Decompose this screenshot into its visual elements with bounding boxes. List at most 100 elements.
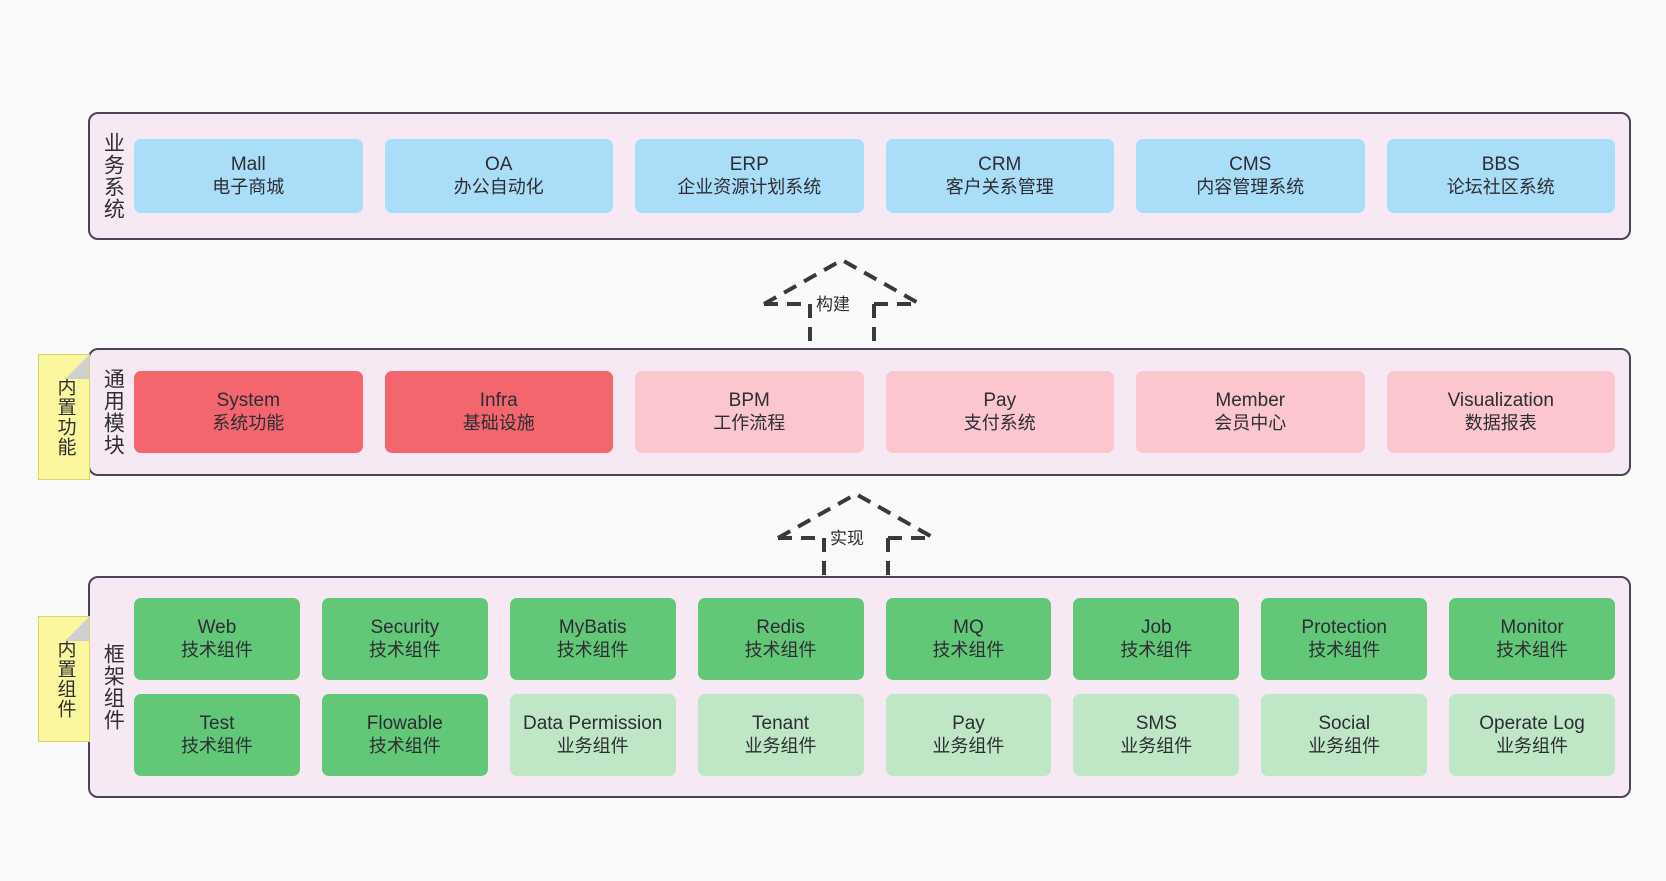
business-card-row: Mall 电子商城 OA 办公自动化 ERP 企业资源计划系统 CRM 客户关系…	[134, 139, 1615, 213]
connector-implement-label: 实现	[828, 524, 866, 549]
sticky-note-label: 内置组件	[54, 639, 76, 719]
card-subtitle: 技术组件	[368, 735, 441, 756]
layer-title-business: 业务系统	[101, 132, 125, 220]
card-subtitle: 客户关系管理	[945, 176, 1054, 197]
sticky-note-built-in-components[interactable]: 内置组件	[38, 616, 90, 742]
card-title: CRM	[978, 154, 1022, 176]
layer-body-common: System 系统功能 Infra 基础设施 BPM 工作流程 Pay 支付系统…	[134, 350, 1629, 474]
card-subtitle: 技术组件	[556, 639, 629, 660]
card-subtitle: 技术组件	[368, 639, 441, 660]
card-bbs[interactable]: BBS 论坛社区系统	[1386, 139, 1615, 213]
card-title: Job	[1140, 617, 1172, 639]
card-subtitle: 会员中心	[1214, 412, 1287, 433]
connector-build-label: 构建	[814, 290, 852, 315]
card-title: MQ	[953, 617, 984, 639]
card-web[interactable]: Web 技术组件	[134, 598, 300, 680]
layer-framework-components: 框架组件 Web 技术组件 Security 技术组件 MyBatis 技术组件…	[88, 576, 1631, 798]
card-data-permission[interactable]: Data Permission 业务组件	[509, 694, 676, 776]
card-subtitle: 数据报表	[1464, 412, 1537, 433]
layer-business-systems: 业务系统 Mall 电子商城 OA 办公自动化 ERP 企业资源计划系统 CRM…	[88, 112, 1631, 240]
card-title: SMS	[1135, 713, 1177, 735]
card-title: MyBatis	[558, 617, 627, 639]
card-subtitle: 业务组件	[556, 735, 629, 756]
card-subtitle: 业务组件	[932, 735, 1005, 756]
card-infra[interactable]: Infra 基础设施	[384, 371, 613, 453]
card-subtitle: 电子商城	[212, 176, 285, 197]
framework-business-row: Test 技术组件 Flowable 技术组件 Data Permission …	[134, 694, 1615, 776]
card-redis[interactable]: Redis 技术组件	[697, 598, 864, 680]
framework-tech-row: Web 技术组件 Security 技术组件 MyBatis 技术组件 Redi…	[134, 598, 1615, 680]
card-operate-log[interactable]: Operate Log 业务组件	[1449, 694, 1615, 776]
card-title: OA	[485, 154, 513, 176]
card-title: Security	[370, 617, 440, 639]
card-title: BPM	[728, 390, 770, 412]
card-subtitle: 基础设施	[462, 412, 535, 433]
card-title: Pay	[952, 713, 985, 735]
layer-common-modules: 通用模块 System 系统功能 Infra 基础设施 BPM 工作流程 Pay…	[88, 348, 1631, 476]
layer-title-framework: 框架组件	[101, 643, 125, 731]
card-title: System	[216, 390, 280, 412]
card-social[interactable]: Social 业务组件	[1261, 694, 1428, 776]
common-card-row: System 系统功能 Infra 基础设施 BPM 工作流程 Pay 支付系统…	[134, 371, 1615, 453]
card-visualization[interactable]: Visualization 数据报表	[1386, 371, 1615, 453]
card-subtitle: 技术组件	[744, 639, 817, 660]
card-flowable[interactable]: Flowable 技术组件	[321, 694, 488, 776]
card-title: Redis	[756, 617, 805, 639]
card-subtitle: 企业资源计划系统	[677, 176, 822, 197]
card-title: Flowable	[366, 713, 443, 735]
sticky-note-built-in-features[interactable]: 内置功能	[38, 354, 90, 480]
card-title: Operate Log	[1479, 713, 1585, 735]
card-mall[interactable]: Mall 电子商城	[134, 139, 363, 213]
layer-body-business: Mall 电子商城 OA 办公自动化 ERP 企业资源计划系统 CRM 客户关系…	[134, 114, 1629, 238]
card-subtitle: 技术组件	[180, 735, 253, 756]
card-subtitle: 办公自动化	[453, 176, 544, 197]
card-sms[interactable]: SMS 业务组件	[1073, 694, 1240, 776]
card-subtitle: 工作流程	[713, 412, 786, 433]
card-title: Pay	[983, 390, 1017, 412]
card-subtitle: 业务组件	[744, 735, 817, 756]
card-system[interactable]: System 系统功能	[134, 371, 363, 453]
card-subtitle: 技术组件	[1496, 639, 1569, 660]
sticky-note-label: 内置功能	[54, 377, 76, 457]
card-subtitle: 论坛社区系统	[1446, 176, 1555, 197]
card-security[interactable]: Security 技术组件	[321, 598, 488, 680]
card-title: Member	[1215, 390, 1286, 412]
card-subtitle: 业务组件	[1120, 735, 1193, 756]
card-member[interactable]: Member 会员中心	[1136, 371, 1365, 453]
card-mybatis[interactable]: MyBatis 技术组件	[509, 598, 676, 680]
card-cms[interactable]: CMS 内容管理系统	[1136, 139, 1365, 213]
layer-body-framework: Web 技术组件 Security 技术组件 MyBatis 技术组件 Redi…	[134, 578, 1629, 796]
layer-title-common: 通用模块	[101, 368, 125, 456]
card-test[interactable]: Test 技术组件	[134, 694, 300, 776]
card-oa[interactable]: OA 办公自动化	[384, 139, 613, 213]
card-title: BBS	[1481, 154, 1520, 176]
card-title: Tenant	[752, 713, 810, 735]
card-job[interactable]: Job 技术组件	[1073, 598, 1240, 680]
card-pay-component[interactable]: Pay 业务组件	[885, 694, 1052, 776]
card-mq[interactable]: MQ 技术组件	[885, 598, 1052, 680]
card-title: Infra	[479, 390, 518, 412]
card-protection[interactable]: Protection 技术组件	[1261, 598, 1428, 680]
card-subtitle: 技术组件	[180, 639, 253, 660]
card-title: Mall	[230, 154, 266, 176]
card-subtitle: 内容管理系统	[1196, 176, 1305, 197]
card-subtitle: 技术组件	[1120, 639, 1193, 660]
card-title: ERP	[729, 154, 769, 176]
connector-implement: 实现	[766, 486, 946, 586]
card-crm[interactable]: CRM 客户关系管理	[885, 139, 1114, 213]
card-title: Web	[197, 617, 237, 639]
card-subtitle: 业务组件	[1308, 735, 1381, 756]
card-title: Protection	[1301, 617, 1387, 639]
card-subtitle: 技术组件	[1308, 639, 1381, 660]
card-subtitle: 支付系统	[963, 412, 1036, 433]
card-monitor[interactable]: Monitor 技术组件	[1449, 598, 1615, 680]
card-title: Monitor	[1500, 617, 1564, 639]
card-pay-module[interactable]: Pay 支付系统	[885, 371, 1114, 453]
connector-build: 构建	[752, 252, 932, 352]
card-subtitle: 技术组件	[932, 639, 1005, 660]
card-erp[interactable]: ERP 企业资源计划系统	[635, 139, 864, 213]
card-tenant[interactable]: Tenant 业务组件	[697, 694, 864, 776]
card-subtitle: 业务组件	[1496, 735, 1569, 756]
card-bpm[interactable]: BPM 工作流程	[635, 371, 864, 453]
